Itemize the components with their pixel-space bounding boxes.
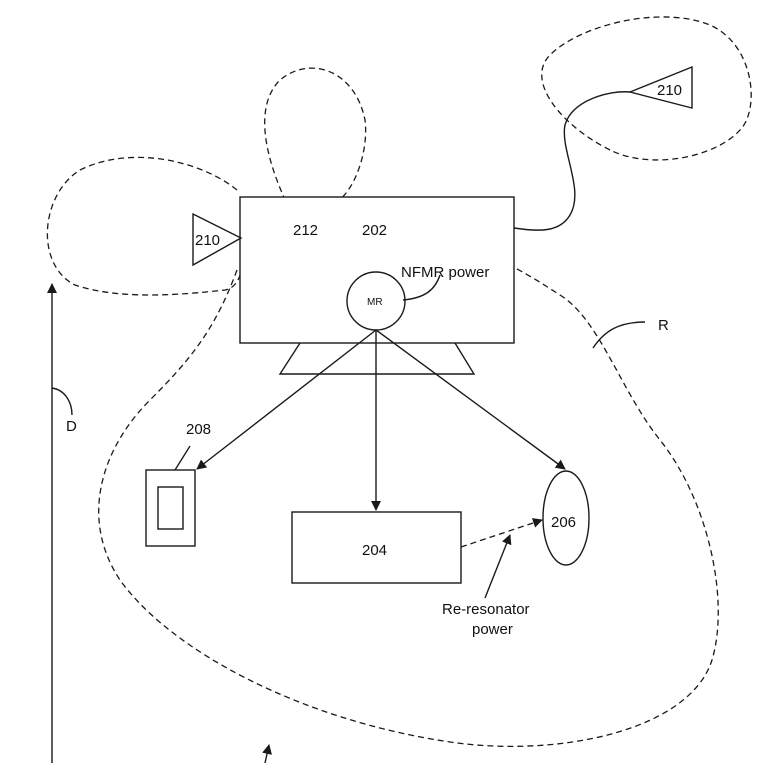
range-r-leader: [592, 321, 646, 349]
label-202: 202: [362, 222, 387, 239]
device-208-screen: [157, 486, 184, 530]
nfmr-callout-line: [402, 274, 441, 301]
range-boundary-r: [98, 267, 719, 747]
label-210-left: 210: [195, 232, 220, 249]
label-210-right: 210: [657, 82, 682, 99]
region-212-loop: [264, 67, 367, 211]
label-d: D: [66, 418, 77, 435]
device-202-stand: [278, 342, 476, 375]
label-212: 212: [293, 222, 318, 239]
left-antenna-triangle: [192, 212, 243, 267]
re-resonator-callout: [484, 534, 512, 599]
label-nfmr-power: NFMR power: [401, 264, 489, 281]
re-resonator-arrow: [460, 518, 543, 548]
label-r: R: [658, 317, 669, 334]
label-208: 208: [186, 421, 211, 438]
label-mr: MR: [367, 297, 383, 308]
device-208-leader: [174, 445, 191, 471]
label-204: 204: [362, 542, 387, 559]
arrow-to-206: [375, 329, 566, 470]
device-202-box: [239, 196, 515, 344]
device-206-ellipse: [542, 470, 590, 566]
antenna-cable: [513, 91, 631, 231]
label-re-resonator-power: power: [472, 621, 513, 638]
label-re-resonator: Re-resonator: [442, 601, 530, 618]
right-antenna-triangle: [627, 65, 693, 109]
distance-d-leader: [51, 387, 73, 416]
label-206: 206: [551, 514, 576, 531]
bottom-arrow: [262, 744, 272, 763]
arrow-to-208: [196, 329, 377, 470]
device-204-box: [291, 511, 462, 584]
